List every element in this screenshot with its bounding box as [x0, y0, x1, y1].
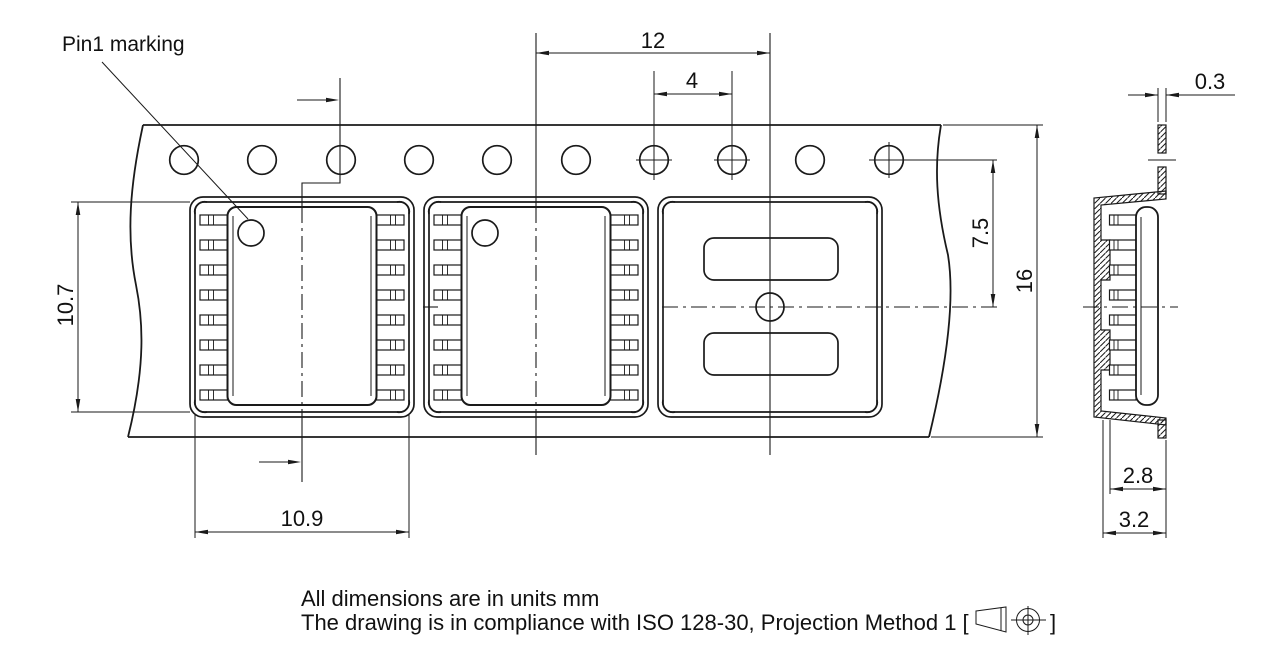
- dim-pocket-length: 10.7: [53, 201, 190, 413]
- sprocket-hole: [403, 144, 435, 176]
- pocket-corner-arc: [661, 200, 676, 215]
- note-compliance: The drawing is in compliance with ISO 12…: [301, 610, 969, 635]
- pin: [1108, 314, 1137, 326]
- tape-film-section: [1157, 166, 1167, 195]
- carrier-tape: [127, 124, 952, 438]
- pin: [1108, 239, 1137, 251]
- section-arrow-bottom: [288, 459, 301, 465]
- dim-arrow: [396, 529, 409, 535]
- dim-tape-width: 16: [931, 124, 1043, 438]
- dim-pocket-inner-depth: 2.8: [1109, 420, 1167, 538]
- dim-value: 7.5: [968, 218, 993, 249]
- pin: [1108, 289, 1137, 301]
- dim-arrow: [75, 399, 81, 412]
- pin-ticks: [442, 215, 630, 400]
- dim-arrow: [1153, 486, 1166, 492]
- tape-right-break-line: [928, 124, 952, 438]
- pocket-slot: [703, 237, 839, 281]
- pocket-corner-arc: [661, 399, 676, 414]
- pocket-corner-arc: [427, 200, 442, 215]
- dim-tape-thickness: 0.3: [1128, 69, 1235, 122]
- section-line: [259, 78, 341, 482]
- projection-method-symbol: [975, 606, 1046, 635]
- sprocket-hole: [560, 144, 592, 176]
- note-units: All dimensions are in units mm: [301, 586, 599, 611]
- pocket-corner-arc: [864, 399, 879, 414]
- dim-value: 10.9: [281, 506, 324, 531]
- section-arrow-top: [326, 97, 339, 103]
- package-1: [199, 206, 405, 409]
- pocket-slot: [703, 332, 839, 376]
- sprocket-holes: [168, 71, 997, 180]
- pin: [1108, 364, 1137, 376]
- pocket-corner-arc: [396, 200, 411, 215]
- dim-arrow: [719, 91, 732, 97]
- dim-arrow: [990, 160, 996, 173]
- pin-ticks: [1113, 215, 1119, 400]
- dim-arrow: [1166, 92, 1179, 98]
- dim-arrow: [75, 202, 81, 215]
- pin1-marking-circle: [471, 219, 499, 247]
- section-line-top: [301, 78, 341, 207]
- sprocket-hole: [794, 144, 826, 176]
- sprocket-hole: [168, 144, 200, 176]
- dim-arrow: [195, 529, 208, 535]
- dim-hole-pitch: 4: [654, 68, 732, 97]
- dim-arrow: [654, 91, 667, 97]
- pocket-corner-arc: [427, 399, 442, 414]
- dim-value: 16: [1012, 269, 1037, 293]
- dim-pocket-outer-depth: 3.2: [1102, 420, 1166, 538]
- pocket-corner-arc: [396, 399, 411, 414]
- pin: [1108, 264, 1137, 276]
- pocket-corner-arc: [193, 200, 208, 215]
- dim-pocket-pitch: 12: [536, 28, 770, 56]
- dim-arrow: [1145, 92, 1158, 98]
- dim-value: 0.3: [1195, 69, 1226, 94]
- note-compliance-close: ]: [1050, 610, 1056, 635]
- dim-arrow: [757, 50, 770, 56]
- dim-hole-to-pocket-center: 7.5: [968, 160, 996, 307]
- dim-arrow: [1103, 530, 1116, 536]
- pocket-corner-arc: [630, 200, 645, 215]
- pin1-label-text: Pin1 marking: [62, 33, 185, 56]
- side-view: [1083, 124, 1178, 439]
- dim-arrow: [1153, 530, 1166, 536]
- pin: [1108, 339, 1137, 351]
- sprocket-hole: [325, 144, 357, 176]
- tape-left-break-line: [127, 124, 144, 438]
- package-body: [1135, 206, 1159, 406]
- dim-arrow: [536, 50, 549, 56]
- pin1-marking-circle: [237, 219, 265, 247]
- dim-arrow: [1110, 486, 1123, 492]
- dim-arrow: [1034, 125, 1040, 138]
- package-2: [433, 33, 639, 455]
- notes: All dimensions are in units mm The drawi…: [301, 586, 1056, 635]
- dim-value: 10.7: [53, 284, 78, 327]
- dim-value: 2.8: [1123, 463, 1154, 488]
- tape-film-section: [1157, 124, 1167, 154]
- projection-cone-icon: [975, 606, 1007, 633]
- pocket-corner-arc: [630, 399, 645, 414]
- package-side: [1108, 206, 1159, 406]
- pocket-3: [657, 33, 997, 455]
- dim-arrow: [990, 294, 996, 307]
- pocket-corner-arc: [864, 200, 879, 215]
- dim-arrow: [1034, 424, 1040, 437]
- pin: [1108, 214, 1137, 226]
- pin1-label: Pin1 marking: [62, 33, 249, 220]
- pin-ticks: [208, 215, 396, 400]
- sprocket-hole: [246, 144, 278, 176]
- pocket-wall-section: [1093, 190, 1167, 426]
- pin: [1108, 389, 1137, 401]
- sprocket-hole: [481, 144, 513, 176]
- dim-value: 12: [641, 28, 665, 53]
- pin1-leader-line: [101, 61, 249, 220]
- dim-value: 4: [686, 68, 698, 93]
- pocket-corner-arc: [193, 399, 208, 414]
- dim-pocket-width: 10.9: [194, 415, 410, 538]
- dim-value: 3.2: [1119, 507, 1150, 532]
